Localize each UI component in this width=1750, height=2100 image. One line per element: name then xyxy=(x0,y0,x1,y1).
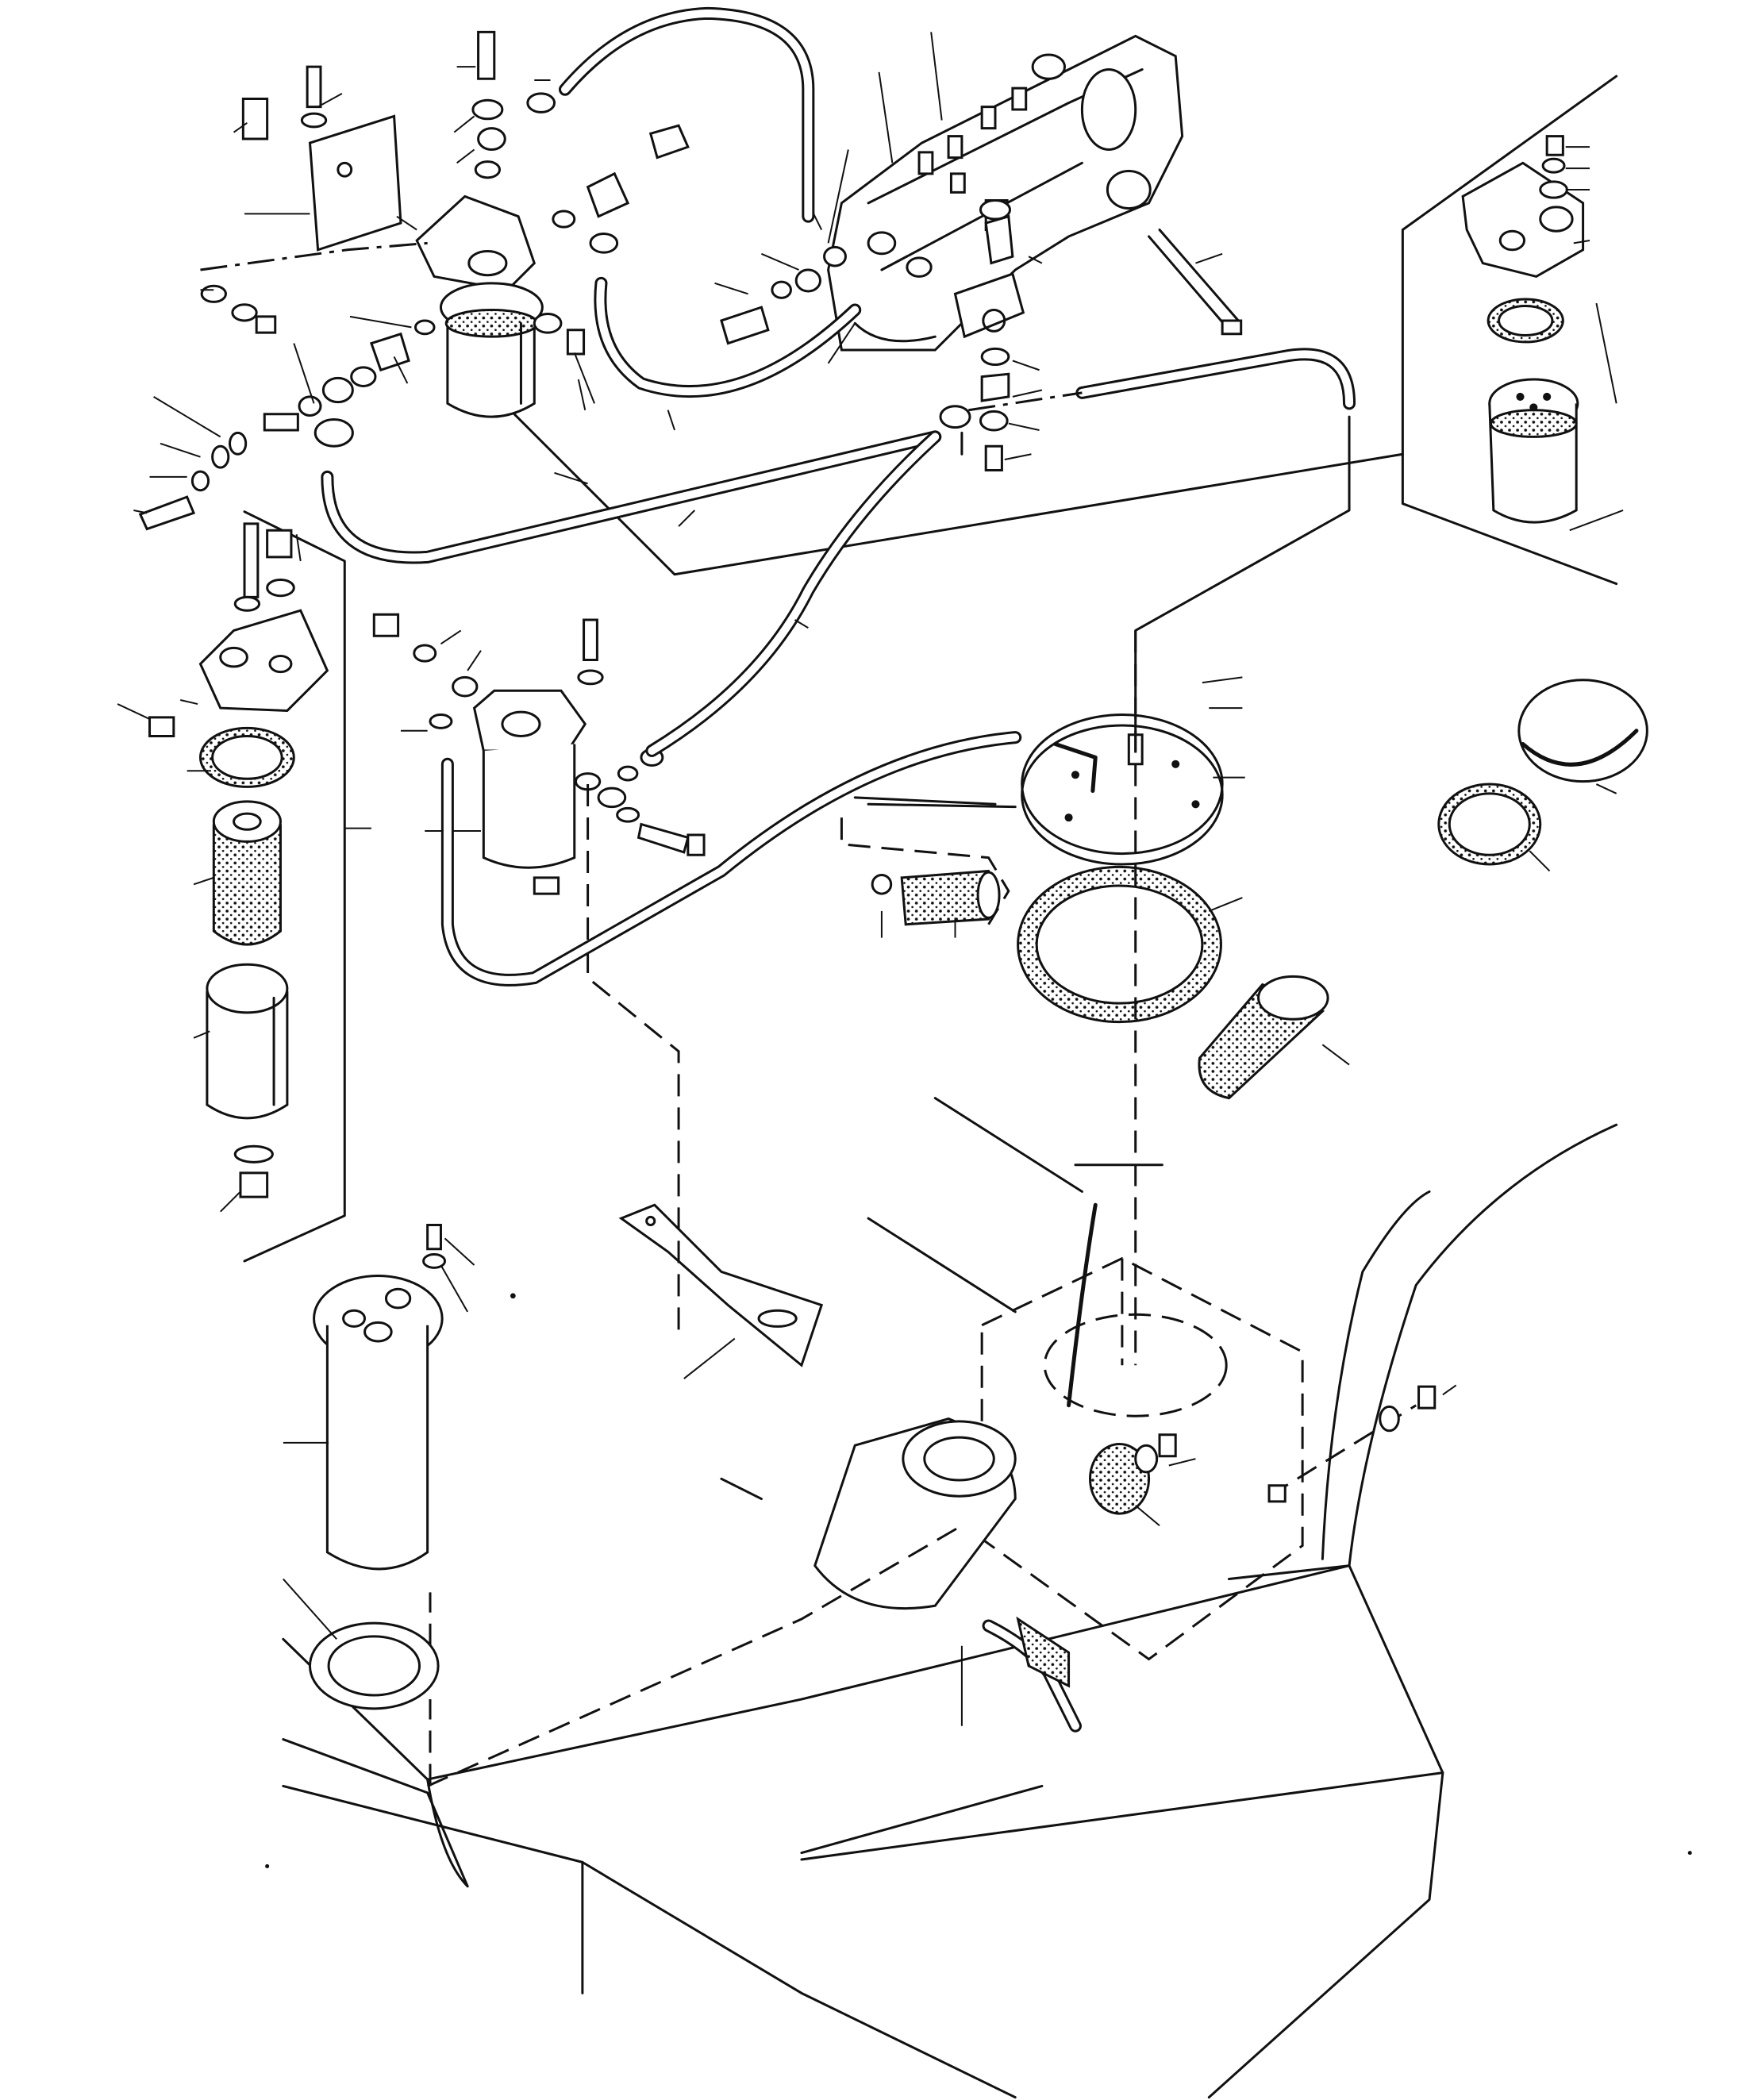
left-filter-bowl xyxy=(207,964,287,1197)
left-filter-leaders xyxy=(117,534,371,1211)
sender-float xyxy=(872,871,999,924)
left-filter-head xyxy=(200,524,327,711)
tank-sender-box xyxy=(868,1098,1302,1660)
upper-leaders xyxy=(318,67,551,163)
pump-stud xyxy=(1149,230,1241,334)
fuel-lines xyxy=(327,13,1349,980)
upper-filter-bracket xyxy=(234,67,401,250)
right-inset-panel xyxy=(1402,76,1616,584)
right-fittings xyxy=(940,348,1042,470)
center-filter-fittings xyxy=(575,749,704,855)
filler-cap-gasket xyxy=(1439,784,1540,864)
right-inset-gasket xyxy=(1488,299,1563,342)
pump-bolts xyxy=(553,125,931,343)
right-inset-canister xyxy=(1490,303,1623,530)
upper-filter-fittings xyxy=(133,286,594,529)
tank-small-parts xyxy=(1090,1385,1456,1513)
strainer-basket xyxy=(1199,976,1349,1098)
sender-plate xyxy=(841,715,1222,925)
upper-filter-head xyxy=(417,32,554,290)
sender-gasket xyxy=(1018,867,1221,1021)
misc-leaders xyxy=(265,677,1692,1868)
filler-neck xyxy=(721,1419,1015,1609)
filler-cap xyxy=(1519,680,1648,782)
upper-filter-canister xyxy=(440,283,583,417)
left-filter-gasket xyxy=(200,728,294,787)
fuel-tank xyxy=(283,1125,1617,2097)
injection-pump xyxy=(829,32,1183,363)
tank-filter-element xyxy=(283,1225,475,1569)
tank-drain-hose xyxy=(962,1619,1075,1726)
tank-filter-gasket xyxy=(283,1579,438,1709)
left-filter-element xyxy=(213,802,280,944)
left-filter-panel xyxy=(244,512,344,1261)
right-inset-filter-head xyxy=(1463,137,1590,277)
center-filter xyxy=(374,614,602,894)
mounting-bracket xyxy=(621,1205,821,1379)
